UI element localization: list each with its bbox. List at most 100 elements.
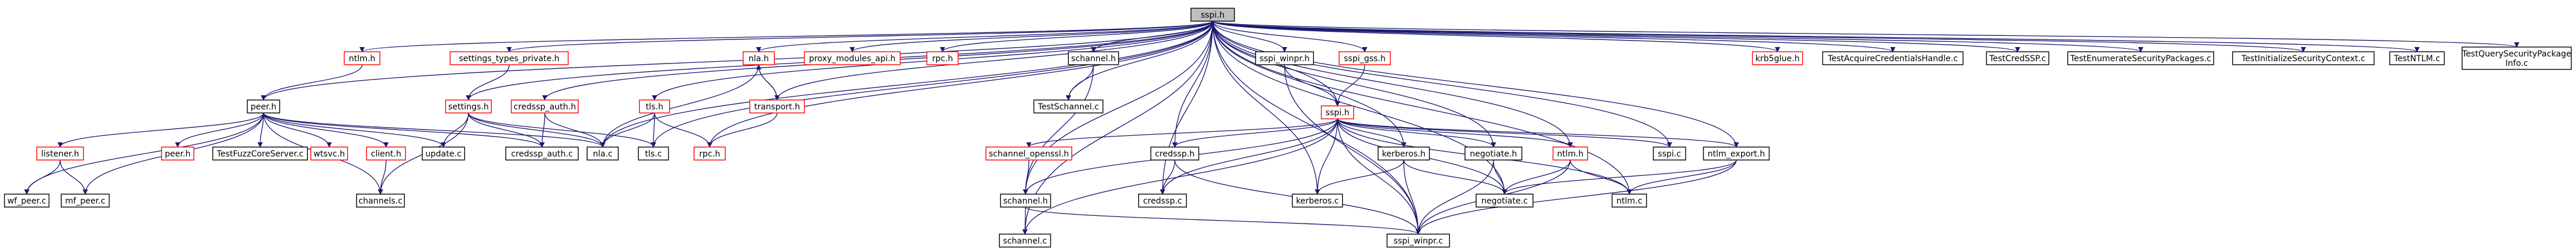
node-peer-h[interactable]: peer.h bbox=[247, 99, 280, 114]
node-box bbox=[1033, 99, 1103, 114]
node-box bbox=[1190, 8, 1235, 22]
edge-settings-h-to-nla-c bbox=[468, 112, 606, 148]
edge-sspi-h2-to-credssp-h bbox=[1172, 118, 1338, 148]
edge-sspi-h2-to-ntlm-h2 bbox=[1337, 118, 1573, 148]
node-nla-c[interactable]: nla.c bbox=[586, 146, 619, 161]
node-testenumeratesecuritypackages-c[interactable]: TestEnumerateSecurityPackages.c bbox=[2067, 51, 2215, 65]
node-negotiate-h[interactable]: negotiate.h bbox=[1464, 146, 1522, 161]
node-testschannel-c[interactable]: TestSchannel.c bbox=[1033, 99, 1103, 114]
node-sspi-winpr-c[interactable]: sspi_winpr.c bbox=[1386, 234, 1450, 248]
edge-sspi-h-to-ntlm-h2 bbox=[1212, 21, 1573, 148]
node-nla-h[interactable]: nla.h bbox=[742, 51, 775, 65]
node-ntlm-h2[interactable]: ntlm.h bbox=[1552, 146, 1588, 161]
node-sspi-h2[interactable]: sspi.h bbox=[1320, 105, 1354, 119]
edge-schannel-h-to-schannel-h2 bbox=[1022, 64, 1094, 195]
node-ntlm-h[interactable]: ntlm.h bbox=[344, 51, 381, 65]
edge-sspi-h-to-transport-h bbox=[774, 21, 1213, 101]
node-kerberos-h[interactable]: kerberos.h bbox=[1377, 146, 1430, 161]
node-schannel-c[interactable]: schannel.c bbox=[999, 234, 1051, 248]
node-sspi-c[interactable]: sspi.c bbox=[1652, 146, 1686, 161]
edge-settings-types-private-h-to-settings-h bbox=[465, 64, 510, 101]
node-krb5glue-h[interactable]: krb5glue.h bbox=[1752, 51, 1803, 65]
node-box bbox=[310, 146, 348, 161]
node-sspi-h[interactable]: sspi.h bbox=[1190, 8, 1235, 22]
edge-sspi-h-to-kerberos-c bbox=[1212, 21, 1320, 195]
node-label: settings.h bbox=[448, 102, 489, 112]
node-update-c[interactable]: update.c bbox=[421, 146, 465, 161]
node-label: tls.h bbox=[646, 102, 663, 112]
edge-sspi-h-to-negotiate-c bbox=[1212, 21, 1508, 195]
node-testfuzzcoreserver-c[interactable]: TestFuzzCoreServer.c bbox=[212, 146, 308, 161]
node-schannel-h2[interactable]: schannel.h bbox=[999, 194, 1051, 208]
node-settings-types-private-h[interactable]: settings_types_private.h bbox=[450, 51, 569, 65]
node-peer-c[interactable]: peer.h bbox=[161, 146, 194, 161]
node-credssp-c[interactable]: credssp.c bbox=[1138, 194, 1187, 208]
node-label: channels.c bbox=[358, 196, 402, 206]
edge-ntlm-export-h-to-ntlm-c bbox=[1626, 159, 1737, 195]
edge-sspi-h-to-nla-c bbox=[600, 21, 1213, 148]
node-rpc-c[interactable]: rpc.h bbox=[693, 146, 726, 161]
node-testinitializesecuritycontext-c[interactable]: TestInitializeSecurityContext.c bbox=[2232, 51, 2375, 65]
node-client-h[interactable]: client.h bbox=[366, 146, 406, 161]
edge-tls-h-to-tls-c bbox=[650, 112, 656, 148]
edge-sspi-h-to-testcredssp-c bbox=[1212, 21, 2020, 52]
node-box bbox=[1752, 51, 1803, 65]
node-sspi-gss-h[interactable]: sspi_gss.h bbox=[1339, 51, 1391, 65]
node-tls-c[interactable]: tls.c bbox=[638, 146, 669, 161]
edge-schannel-openssl-h-to-schannel-h2 bbox=[1022, 159, 1029, 195]
edge-ntlm-h2-to-negotiate-c bbox=[1502, 159, 1571, 195]
node-testntlm-c[interactable]: TestNTLM.c bbox=[2389, 51, 2445, 65]
node-wtsvc-h[interactable]: wtsvc.h bbox=[310, 146, 348, 161]
edge-ntlm-export-h-to-negotiate-c bbox=[1502, 159, 1737, 195]
edge-schannel-h-to-testschannel-c bbox=[1065, 64, 1094, 101]
node-sspi-winpr-h[interactable]: sspi_winpr.h bbox=[1255, 51, 1314, 65]
node-mf-peer-c[interactable]: mf_peer.c bbox=[61, 194, 110, 208]
edge-sspi-h2-to-schannel-openssl-h bbox=[1026, 118, 1338, 148]
edge-nla-h-to-nla-c bbox=[600, 64, 759, 148]
edge-ntlm-export-h-to-sspi-winpr-c bbox=[1416, 159, 1737, 235]
node-label: schannel.h bbox=[1071, 54, 1116, 64]
edge-ntlm-h-to-peer-h bbox=[260, 64, 363, 101]
node-negotiate-c[interactable]: negotiate.c bbox=[1475, 194, 1534, 208]
node-box bbox=[804, 51, 901, 65]
node-rpc-h[interactable]: rpc.h bbox=[926, 51, 959, 65]
node-label: TestEnumerateSecurityPackages.c bbox=[2069, 54, 2211, 64]
node-credssp-auth-h[interactable]: credssp_auth.h bbox=[511, 99, 579, 114]
node-transport-h[interactable]: transport.h bbox=[749, 99, 805, 114]
node-testcredssp-c[interactable]: TestCredSSP.c bbox=[1985, 51, 2050, 65]
edge-sspi-h-to-credssp-h bbox=[1172, 21, 1213, 148]
node-ntlm-export-h[interactable]: ntlm_export.h bbox=[1703, 146, 1770, 161]
node-label: wtsvc.h bbox=[313, 149, 345, 159]
node-tls-h[interactable]: tls.h bbox=[639, 99, 670, 114]
node-label: negotiate.h bbox=[1470, 149, 1517, 159]
node-credssp-auth-c[interactable]: credssp_auth.c bbox=[505, 146, 579, 161]
edge-credssp-h-to-credssp-c bbox=[1159, 159, 1175, 195]
node-label: credssp_auth.c bbox=[511, 149, 573, 159]
node-settings-h[interactable]: settings.h bbox=[445, 99, 492, 114]
node-wf-peer-c[interactable]: wf_peer.c bbox=[4, 194, 50, 208]
edge-kerberos-h-to-negotiate-c bbox=[1403, 159, 1508, 195]
node-schannel-openssl-h[interactable]: schannel_openssl.h bbox=[985, 146, 1072, 161]
node-testacquirecredentialshandle-c[interactable]: TestAcquireCredentialsHandle.c bbox=[1822, 51, 1964, 65]
edge-sspi-h-to-credssp-c bbox=[1159, 21, 1213, 195]
node-label: listener.h bbox=[41, 149, 79, 159]
node-box bbox=[999, 234, 1051, 248]
node-label: peer.h bbox=[250, 102, 276, 112]
node-channels-c[interactable]: channels.c bbox=[356, 194, 405, 208]
node-kerberos-c[interactable]: kerberos.c bbox=[1292, 194, 1343, 208]
node-box bbox=[1068, 51, 1119, 65]
node-ntlm-c[interactable]: ntlm.c bbox=[1611, 194, 1648, 208]
node-credssp-h[interactable]: credssp.h bbox=[1150, 146, 1199, 161]
node-schannel-h[interactable]: schannel.h bbox=[1068, 51, 1119, 65]
edge-sspi-h2-to-sspi-c bbox=[1337, 118, 1672, 148]
edge-peer-h-to-testfuzzcoreserver-c bbox=[257, 112, 264, 148]
edge-sspi-h-to-nla-h bbox=[756, 21, 1213, 52]
edge-sspi-h2-to-kerberos-h bbox=[1337, 118, 1407, 148]
node-box bbox=[1292, 194, 1343, 208]
node-proxy-modules-api-h[interactable]: proxy_modules_api.h bbox=[804, 51, 901, 65]
node-listener-h[interactable]: listener.h bbox=[36, 146, 84, 161]
node-box bbox=[445, 99, 492, 114]
edge-credssp-auth-h-to-credssp-auth-c bbox=[539, 112, 545, 148]
